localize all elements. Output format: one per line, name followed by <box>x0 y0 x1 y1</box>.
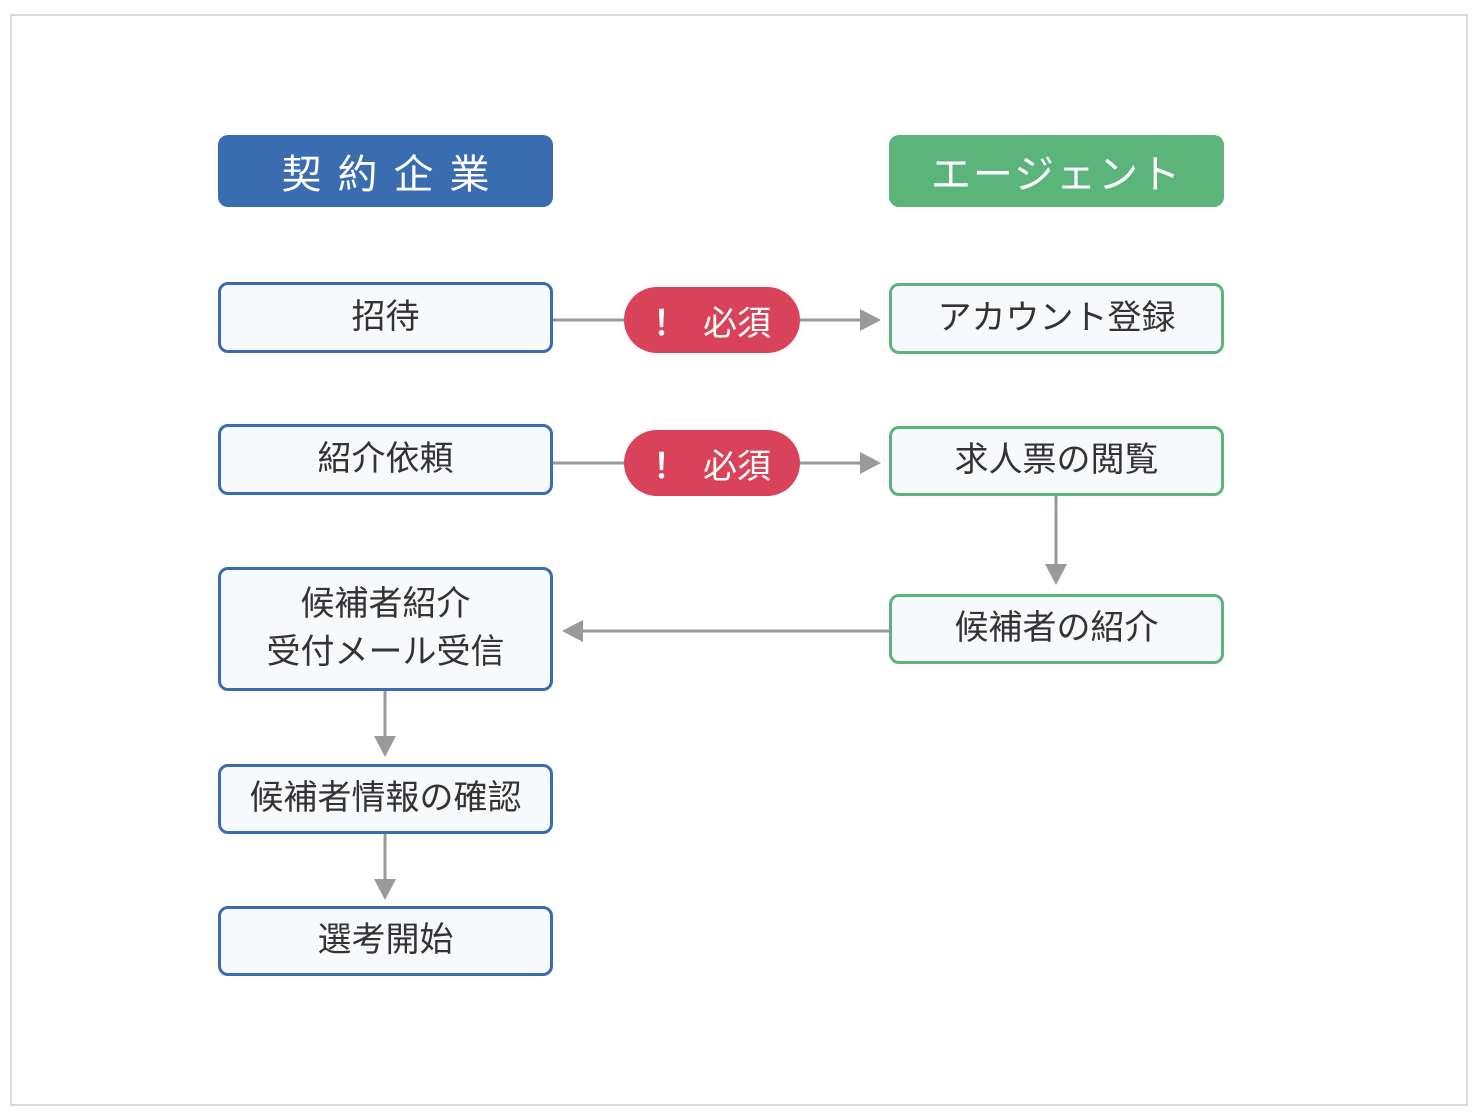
required-badge: ！ 必須 <box>624 287 800 353</box>
company-header-label: 契約企業 <box>281 152 506 198</box>
step-label: 候補者情報の確認 <box>249 778 522 819</box>
company-step-referral-mail-received: 候補者紹介 受付メール受信 <box>218 567 553 691</box>
step-label: 招待 <box>351 296 420 337</box>
exclamation-icon: ！ <box>653 303 687 344</box>
step-label: 求人票の閲覧 <box>954 440 1159 481</box>
arrow-icon <box>1045 496 1067 585</box>
company-step-referral-request: 紹介依頼 <box>218 424 553 495</box>
company-step-candidate-info-check: 候補者情報の確認 <box>218 764 553 834</box>
company-step-selection-start: 選考開始 <box>218 906 553 976</box>
exclamation-icon: ！ <box>653 446 687 487</box>
company-step-invite: 招待 <box>218 282 553 353</box>
step-label: 候補者の紹介 <box>954 608 1159 649</box>
arrow-icon <box>800 452 881 474</box>
step-label-line1: 候補者紹介 <box>300 584 471 625</box>
agent-step-job-listing-view: 求人票の閲覧 <box>889 426 1224 496</box>
agent-header: エージェント <box>889 135 1224 207</box>
agent-step-account-registration: アカウント登録 <box>889 283 1224 354</box>
company-header: 契約企業 <box>218 135 553 207</box>
required-badge-label: 必須 <box>703 446 771 487</box>
step-label-line2: 受付メール受信 <box>266 632 505 672</box>
agent-step-candidate-referral: 候補者の紹介 <box>889 594 1224 664</box>
step-label: 紹介依頼 <box>317 438 454 479</box>
arrow-icon <box>374 833 396 900</box>
arrow-icon <box>800 309 881 331</box>
agent-header-label: エージェント <box>930 152 1183 198</box>
arrow-icon <box>562 620 889 642</box>
required-badge: ！ 必須 <box>624 430 800 496</box>
arrow-icon <box>374 690 396 757</box>
required-badge-label: 必須 <box>703 303 771 344</box>
step-label: 選考開始 <box>317 920 454 961</box>
step-label: アカウント登録 <box>937 297 1176 338</box>
